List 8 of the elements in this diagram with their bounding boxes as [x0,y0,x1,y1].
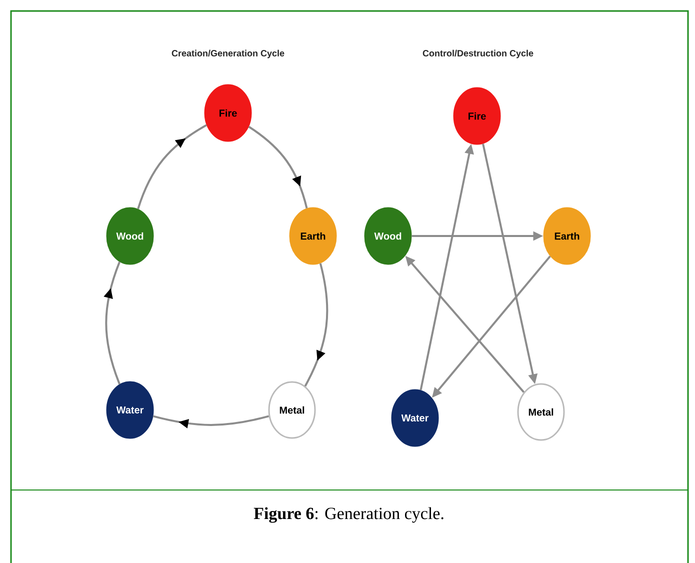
arrow [104,261,120,385]
arrow [248,126,308,208]
cycle-title: Creation/Generation Cycle [172,50,284,58]
figure-caption: Figure 6: Generation cycle. [254,507,444,523]
arrow [152,415,270,428]
cycle-title: Control/Destruction Cycle [422,50,534,58]
arrow [137,124,207,210]
arrow [304,263,328,387]
